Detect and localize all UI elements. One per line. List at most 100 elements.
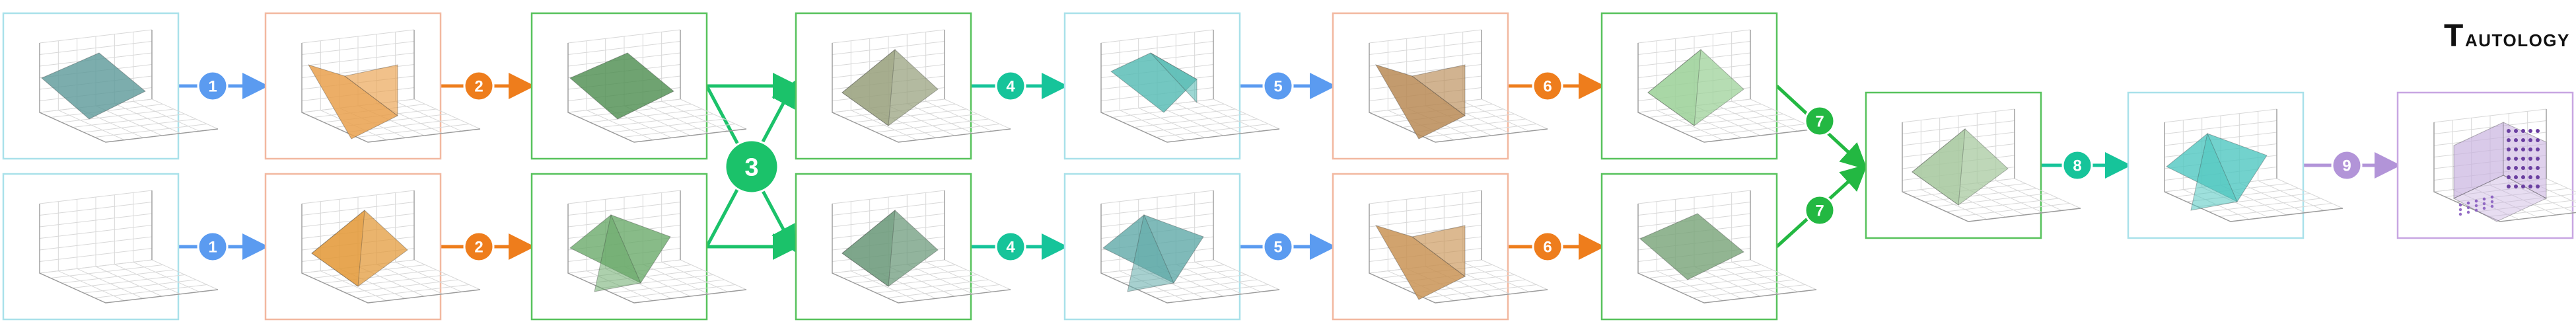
axis-frame	[832, 204, 1011, 304]
grid-line	[1213, 259, 1280, 290]
grid-line	[1100, 202, 1214, 216]
grid-line	[413, 259, 481, 290]
grid-line	[567, 41, 681, 55]
surface	[2503, 122, 2547, 199]
panel-top-step6	[1600, 12, 1817, 160]
grid-line	[1750, 259, 1817, 290]
step-badge-label: 7	[1815, 202, 1824, 220]
sample-point	[2507, 147, 2511, 151]
grid-line	[2433, 120, 2547, 134]
sample-point	[2490, 195, 2494, 199]
step-badge-label: 3	[744, 154, 758, 182]
surface	[1411, 64, 1466, 116]
step-badge-2: 2	[463, 70, 495, 102]
grid-line	[1481, 99, 1548, 130]
grid-line	[832, 29, 945, 44]
grid-line	[925, 261, 992, 292]
sample-point	[2536, 157, 2540, 161]
panel-top-step4	[1063, 12, 1280, 160]
step-badge-label: 5	[1273, 239, 1282, 257]
grid-line	[567, 190, 681, 204]
grid-line	[2489, 206, 2576, 217]
panel-merged-step8	[2127, 91, 2343, 239]
grid-line	[395, 101, 462, 132]
sample-point	[2474, 204, 2478, 208]
step-badge-circle	[1532, 231, 1563, 263]
grid-line	[1462, 261, 1529, 292]
sample-point	[2521, 166, 2525, 170]
step-badge-7: 7	[1804, 194, 1836, 226]
sample-point	[2466, 210, 2470, 214]
axis-frame	[301, 43, 481, 143]
panel-top-step5	[1332, 12, 1548, 160]
grid-line	[2276, 178, 2343, 209]
grid-line	[39, 190, 153, 204]
sample-point	[2458, 212, 2462, 216]
step-badge-circle	[1262, 70, 1294, 102]
sample-point	[2466, 206, 2470, 210]
surface	[841, 48, 896, 126]
sample-point	[2482, 206, 2486, 210]
grid-line	[1369, 202, 1482, 216]
grid-line	[1369, 190, 1482, 204]
grid-line	[1194, 261, 1261, 292]
axis-frame	[301, 204, 481, 304]
axis-frame	[39, 43, 219, 143]
step-badge-7: 7	[1804, 105, 1836, 137]
sample-point	[2490, 200, 2494, 204]
logo-tau: T	[2444, 19, 2463, 54]
surface	[569, 52, 674, 120]
step-badge-label: 6	[1543, 239, 1552, 257]
surface	[41, 52, 146, 120]
sample-point	[2536, 184, 2540, 188]
sample-point	[2474, 199, 2478, 203]
grid-line	[832, 190, 945, 204]
sample-point	[2507, 175, 2511, 179]
axis-frame	[1637, 204, 1817, 304]
grid-line	[1731, 101, 1798, 132]
grid-line	[661, 261, 728, 292]
axes-3d	[567, 29, 747, 143]
grid-line	[301, 190, 415, 204]
step-badge-circle	[2061, 149, 2093, 181]
sample-point	[2458, 203, 2462, 207]
grid-line	[1369, 41, 1482, 55]
grid-line	[301, 202, 415, 216]
sample-point	[2514, 147, 2518, 151]
sample-point	[2490, 204, 2494, 208]
step-badge-circle	[995, 70, 1026, 102]
panel-bottom-step1	[264, 173, 481, 321]
grid-line	[301, 29, 415, 44]
sample-point	[2528, 129, 2532, 133]
grid-line	[395, 261, 462, 292]
sample-point	[2536, 175, 2540, 179]
surface	[311, 209, 365, 287]
step-badge-circle	[1804, 194, 1836, 226]
panel-top-input	[2, 12, 219, 160]
axis-frame	[1100, 43, 1280, 143]
panel-frame	[2, 173, 180, 321]
sample-point	[2514, 184, 2518, 188]
step-badge-2: 2	[463, 231, 495, 263]
sample-point	[2528, 147, 2532, 151]
grid-line	[1100, 29, 1214, 44]
step-badge-circle	[995, 231, 1026, 263]
step-badge-label: 6	[1543, 78, 1552, 96]
step-badge-circle	[1804, 105, 1836, 137]
axis-frame	[2433, 122, 2576, 222]
step-badge-1: 1	[197, 70, 229, 102]
sample-point	[2528, 166, 2532, 170]
sample-point	[2528, 175, 2532, 179]
grid-line	[944, 259, 1011, 290]
surface	[1647, 48, 1701, 126]
grid-line	[39, 29, 153, 44]
grid-line	[832, 202, 945, 216]
sample-point	[2474, 208, 2478, 212]
panel-bottom-step5	[1332, 173, 1548, 321]
grid-line	[1637, 190, 1751, 204]
grid-line	[680, 259, 747, 290]
axis-frame	[1369, 43, 1548, 143]
axis-frame	[567, 43, 747, 143]
